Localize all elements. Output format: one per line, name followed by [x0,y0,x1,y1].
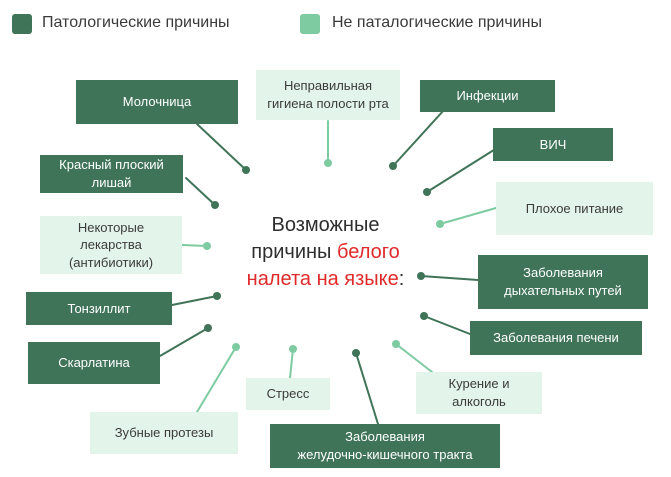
cause-label-tonsillitis: Тонзиллит [67,300,131,316]
cause-label-stress: Стресс [266,386,310,402]
connector-infections [392,109,445,167]
connector-dot-scarlet-fever [204,324,212,332]
cause-label-lichen: Красный плоский лишай [59,157,164,190]
connector-dot-hygiene [324,159,332,167]
center-title-line-3: налета на языке: [218,266,433,293]
connector-dot-thrush [242,166,250,174]
connector-dot-poor-nutrition [436,220,444,228]
connector-lichen [185,177,216,206]
cause-label-respiratory: Заболевания дыхательных путей [504,265,622,298]
connector-smoking [395,343,433,373]
connector-dot-infections [389,162,397,170]
cause-box-stress: Стресс [246,378,330,410]
cause-label-liver: Заболевания печени [493,330,619,346]
connector-dot-smoking [392,340,400,348]
cause-label-scarlet-fever: Скарлатина [58,355,130,371]
cause-label-poor-nutrition: Плохое питание [525,200,624,216]
cause-box-hygiene: Неправильная гигиена полости рта [256,70,400,120]
cause-box-thrush: Молочница [76,80,238,124]
center-title-line-3-a: налета на языке [246,268,399,290]
connector-dot-tonsillitis [213,292,221,300]
cause-box-lichen: Красный плоский лишай [40,155,183,193]
connector-liver [423,315,471,335]
connector-scarlet-fever [159,327,209,357]
connector-dot-stress [289,345,297,353]
connector-tonsillitis [171,295,218,306]
center-title-line-2-b: белого [337,241,400,263]
cause-box-tonsillitis: Тонзиллит [26,292,172,325]
cause-box-poor-nutrition: Плохое питание [496,182,653,235]
cause-box-liver: Заболевания печени [470,321,642,355]
connector-thrush [196,123,247,171]
connector-dot-respiratory [417,272,425,280]
cause-box-respiratory: Заболевания дыхательных путей [478,255,648,309]
connector-hiv [426,147,498,193]
cause-box-medications: Некоторые лекарства (антибиотики) [40,216,182,274]
connector-respiratory [420,275,479,281]
legend-swatch-pathological [12,14,32,34]
connector-stress [289,348,294,379]
connector-dot-liver [420,312,428,320]
cause-label-hygiene: Неправильная гигиена полости рта [267,78,389,111]
connector-dentures [196,346,237,413]
connector-dot-medications [203,242,211,250]
cause-label-infections: Инфекции [456,88,519,104]
connector-gi-tract [355,352,379,425]
center-title-line-2: причины белого [218,239,433,266]
connector-poor-nutrition [439,207,497,225]
cause-label-medications: Некоторые лекарства (антибиотики) [68,219,154,270]
cause-box-infections: Инфекции [420,80,555,112]
center-title-line-3-b: : [398,268,405,290]
cause-box-dentures: Зубные протезы [90,412,238,454]
center-title-line-2-a: причины [251,241,337,263]
connector-dot-gi-tract [352,349,360,357]
legend-swatch-non-pathological [300,14,320,34]
connector-dot-hiv [423,188,431,196]
legend-label-non-pathological: Не паталогические причины [332,14,542,31]
center-title: Возможные причины белого налета на языке… [218,212,433,293]
connector-medications [181,244,208,247]
cause-box-smoking: Курение и алкоголь [416,372,542,414]
cause-label-gi-tract: Заболевания желудочно-кишечного тракта [297,429,473,462]
cause-box-hiv: ВИЧ [493,128,613,161]
center-title-line-1: Возможные [271,214,380,236]
cause-box-gi-tract: Заболевания желудочно-кишечного тракта [270,424,500,468]
cause-box-scarlet-fever: Скарлатина [28,342,160,384]
cause-label-thrush: Молочница [122,94,192,110]
legend-label-pathological: Патологические причины [42,14,230,31]
connector-dot-dentures [232,343,240,351]
cause-label-dentures: Зубные протезы [114,425,214,441]
connector-dot-lichen [211,201,219,209]
cause-label-hiv: ВИЧ [539,136,567,152]
cause-label-smoking: Курение и алкоголь [448,376,510,409]
